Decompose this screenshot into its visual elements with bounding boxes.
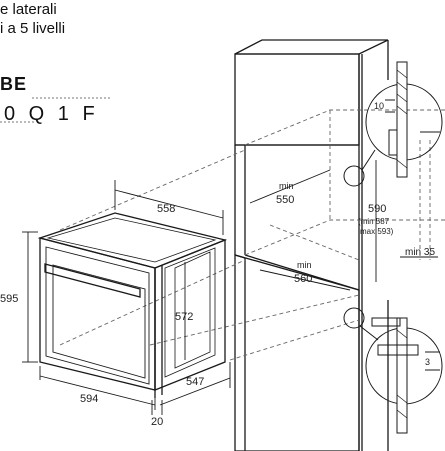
brand-label: BE (0, 74, 28, 94)
dim-niche-height-max: max 593) (360, 227, 394, 236)
dim-niche-width: 560 (294, 273, 312, 285)
dim-rear-gap: min 35 (405, 247, 435, 258)
dim-oven-height: 595 (0, 293, 18, 305)
cabinet (234, 39, 389, 451)
dim-niche-height-min: (min 587 (358, 217, 390, 226)
dim-oven-width: 594 (80, 393, 98, 405)
header-line-1: e laterali (0, 1, 57, 18)
dim-oven-depth-side: 547 (186, 376, 204, 388)
dim-niche-depth: 550 (276, 194, 294, 206)
dim-oven-cavity-height: 572 (175, 311, 193, 323)
dimension-lines (22, 160, 438, 415)
dim-detail-top: 10 (374, 101, 384, 111)
header-line-2: i a 5 livelli (0, 20, 66, 37)
model-code: 0 Q 1 F (4, 103, 99, 125)
dim-oven-depth-top: 558 (157, 203, 175, 215)
dim-niche-width-min-label: min (297, 260, 312, 270)
detail-top (343, 61, 443, 187)
dim-oven-front-panel: 20 (151, 416, 163, 428)
dim-detail-bottom: 3 (425, 357, 430, 367)
oven (37, 212, 228, 398)
detail-bottom (343, 307, 443, 434)
dim-niche-height: 590 (368, 203, 386, 215)
dim-niche-depth-min-label: min (279, 181, 294, 191)
